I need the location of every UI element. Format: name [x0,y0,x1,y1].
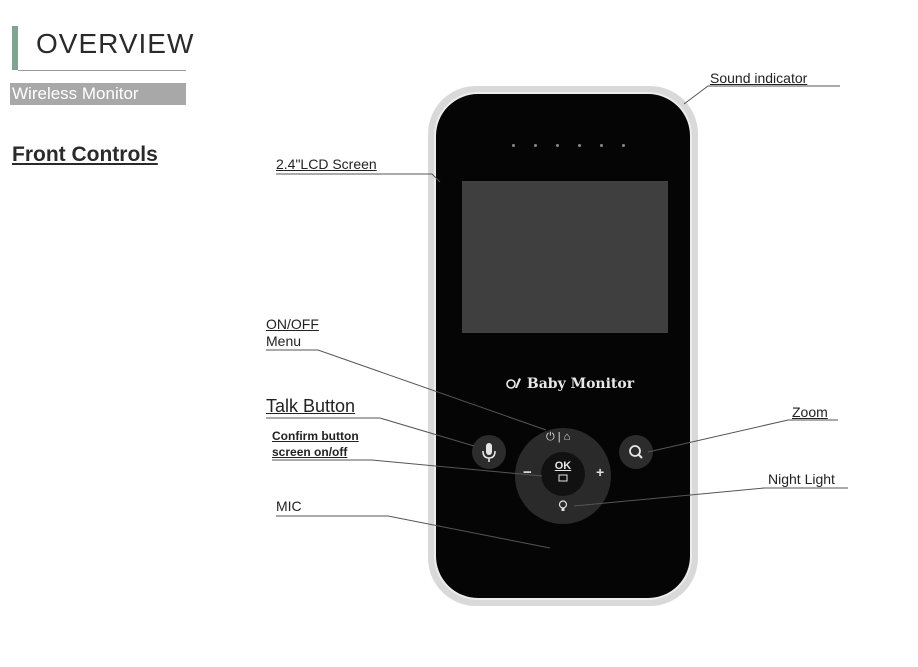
screen-on-off-label: screen on/off [272,445,348,459]
sound-indicator-label: Sound indicator [710,70,808,86]
page-title: OVERVIEW [36,28,195,59]
talk-button-label: Talk Button [266,396,356,416]
bulb-icon [558,500,568,511]
talk-button[interactable] [472,435,506,469]
night-light-button[interactable] [558,500,568,515]
page-subtitle: Wireless Monitor [10,83,186,105]
baby-logo-icon [506,378,521,389]
on-off-label: ON/OFF [266,316,319,332]
minus-button[interactable]: − [523,464,532,481]
brand-text: Baby Monitor [526,376,635,392]
microphone-icon [482,443,496,462]
zoom-leader [647,419,838,453]
mic-label: MIC [276,498,302,514]
sound-indicator-led [600,144,603,147]
mic-leader [276,515,551,549]
sound-indicator-leader [683,85,840,105]
confirm-button-label: Confirm button [272,429,359,443]
sound-indicator-led [512,144,515,147]
sound-indicator-led [622,144,625,147]
magnifier-icon [629,445,643,459]
sound-indicator-led [534,144,537,147]
screen-icon [558,474,568,482]
title-accent-bar [12,26,18,70]
sound-indicator-led [578,144,581,147]
night-light-label: Night Light [768,471,835,487]
ok-button[interactable]: OK [541,452,585,496]
power-menu-button[interactable]: ⏻ | ⌂ [546,431,571,443]
plus-button[interactable]: + [596,464,605,480]
ok-label: OK [554,460,572,472]
zoom-button[interactable] [619,435,653,469]
section-heading: Front Controls [12,143,158,166]
lcd-screen-label: 2.4"LCD Screen [276,156,377,172]
night-light-leader [573,487,848,507]
title-underline [18,70,186,71]
brand-mark: Baby Monitor [506,376,634,392]
talk-leader [266,417,475,447]
sound-indicator-led [556,144,559,147]
menu-label: Menu [266,333,302,349]
confirm-leader [272,459,543,477]
lcd-leader [276,173,441,183]
lcd-screen [462,181,668,333]
on-off-leader [266,349,547,431]
zoom-label: Zoom [792,404,828,420]
